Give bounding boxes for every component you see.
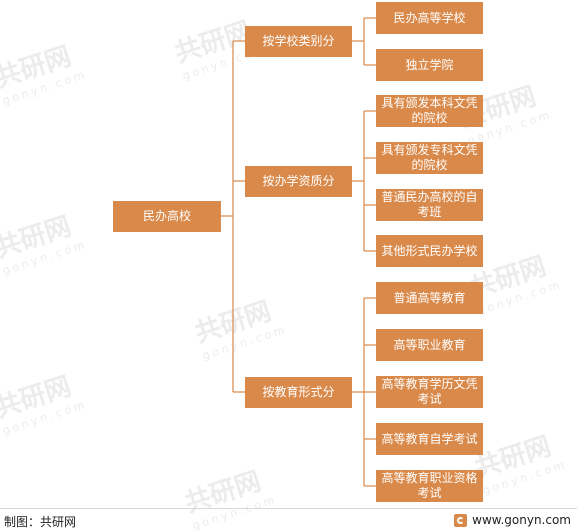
root-node: 民办高校 — [113, 201, 221, 232]
leaf-node: 高等教育自学考试 — [376, 423, 483, 455]
leaf-node: 普通高等教育 — [376, 282, 483, 314]
category-node-education-form: 按教育形式分 — [245, 377, 352, 408]
connector-lines — [221, 17, 376, 487]
category-node-school-type: 按学校类别分 — [245, 26, 352, 57]
leaf-node: 高等教育职业资格考试 — [376, 470, 483, 502]
website-credit: www.gonyn.com — [454, 513, 571, 527]
leaf-node: 独立学院 — [376, 49, 483, 81]
leaf-node: 高等职业教育 — [376, 329, 483, 361]
leaf-node: 高等教育学历文凭考试 — [376, 376, 483, 408]
footer: 制图：共研网 www.gonyn.com — [0, 508, 577, 531]
leaf-node: 具有颁发本科文凭的院校 — [376, 95, 483, 127]
source-credit: 制图：共研网 — [4, 515, 77, 529]
leaf-node: 普通民办高校的自考班 — [376, 189, 483, 221]
leaf-node: 民办高等学校 — [376, 2, 483, 34]
leaf-node: 其他形式民办学校 — [376, 235, 483, 267]
category-node-qualification: 按办学资质分 — [245, 166, 352, 197]
leaf-node: 具有颁发专科文凭的院校 — [376, 142, 483, 174]
website-url: www.gonyn.com — [472, 513, 571, 527]
gonyn-logo-icon — [454, 513, 468, 527]
